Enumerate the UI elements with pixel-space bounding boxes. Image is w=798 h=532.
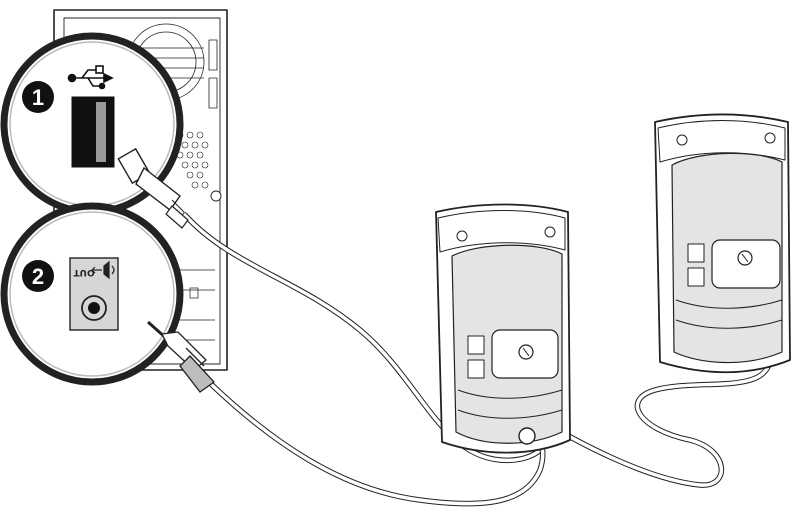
out-label: OUT <box>73 267 95 277</box>
speaker-out-icon <box>91 260 115 280</box>
usb-port <box>71 96 115 168</box>
step-1-number: 1 <box>32 85 44 110</box>
usb-port-callout: 1 <box>0 32 185 216</box>
audio-port-callout: OUT 2 <box>0 202 215 393</box>
step-2-badge <box>22 260 54 292</box>
step-1-badge <box>22 81 54 113</box>
usb-symbol-icon <box>67 65 114 90</box>
speaker-front <box>435 203 571 454</box>
speaker-rear <box>654 113 791 374</box>
audio-jack-plug <box>147 320 215 393</box>
usb-connector-head <box>165 205 189 229</box>
step-2-number: 2 <box>32 264 44 289</box>
